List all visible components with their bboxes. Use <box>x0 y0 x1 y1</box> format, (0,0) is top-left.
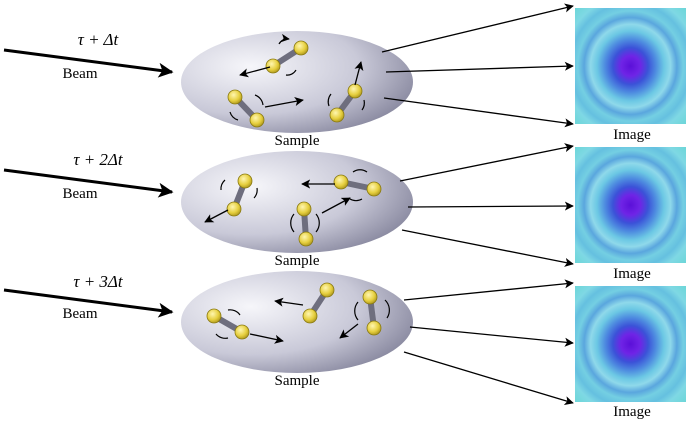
beam-arrow <box>3 168 174 198</box>
molecule <box>327 83 365 123</box>
molecule <box>333 169 382 202</box>
beam-label: Beam <box>63 66 98 82</box>
scatter-ray <box>399 143 574 182</box>
sample-ellipse <box>181 31 413 133</box>
scatter-ray <box>403 351 574 405</box>
molecule <box>220 173 258 217</box>
row-1: τ + Δt Beam Sample <box>3 3 686 149</box>
motion-arrow <box>339 323 359 339</box>
time-label: τ + Δt <box>78 30 120 49</box>
motion-arrow <box>354 61 364 86</box>
beam-arrow <box>3 288 174 318</box>
sample-label: Sample <box>275 253 320 269</box>
scatter-ray <box>407 201 574 211</box>
motion-arrow <box>204 209 229 223</box>
sample-ellipse <box>181 151 413 253</box>
diffraction-image <box>575 286 686 402</box>
scatter-ray <box>401 229 574 267</box>
diffraction-image <box>575 8 686 124</box>
diffraction-image <box>575 147 686 263</box>
beam-label: Beam <box>63 186 98 202</box>
molecule <box>302 282 335 324</box>
scatter-ray <box>383 97 574 128</box>
scatter-ray <box>385 61 574 73</box>
molecule <box>206 308 250 340</box>
sample-ellipse <box>181 271 413 373</box>
molecule <box>290 201 320 247</box>
motion-arrow <box>249 333 284 344</box>
time-label: τ + 3Δt <box>73 272 124 291</box>
row-3: τ + 3Δt Beam Sample <box>3 271 686 420</box>
scatter-ray <box>409 326 574 347</box>
beam-arrow <box>3 48 174 78</box>
molecule <box>265 33 309 76</box>
row-2: τ + 2Δt Beam Sample <box>3 143 686 282</box>
beam-label: Beam <box>63 306 98 322</box>
scatter-ray <box>381 3 574 53</box>
image-label: Image <box>613 127 651 143</box>
motion-arrow <box>239 66 271 78</box>
sample-label: Sample <box>275 373 320 389</box>
motion-arrow <box>264 97 304 108</box>
sample-label: Sample <box>275 133 320 149</box>
scatter-ray <box>403 279 574 301</box>
time-label: τ + 2Δt <box>73 150 124 169</box>
motion-arrow <box>274 297 304 307</box>
image-label: Image <box>613 266 651 282</box>
molecule <box>354 289 390 336</box>
molecule <box>227 89 265 128</box>
image-label: Image <box>613 404 651 420</box>
motion-arrow <box>321 197 351 214</box>
